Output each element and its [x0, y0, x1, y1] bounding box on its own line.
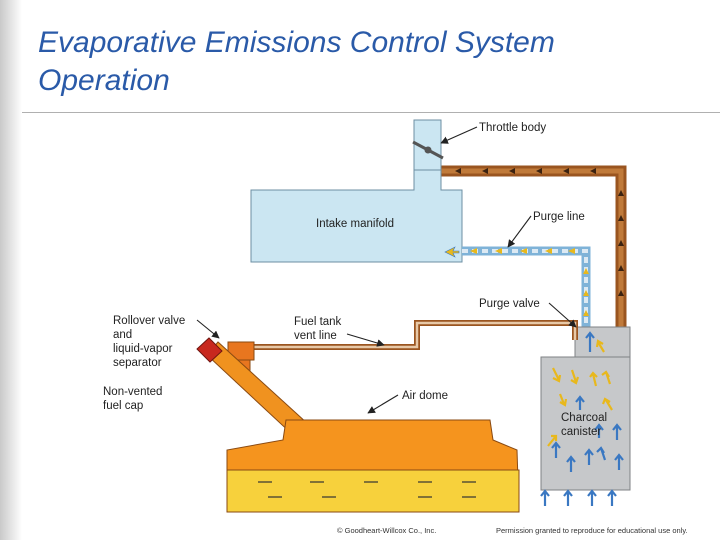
- fresh-air-inlet-arrows: [540, 489, 617, 506]
- purge-valve-housing: [574, 326, 631, 358]
- leader-lines: [196, 126, 577, 414]
- label-fuel-cap-1: Non-vented: [103, 386, 162, 398]
- canister-vapor-arrows: [547, 331, 624, 472]
- title-divider: [22, 112, 720, 113]
- fuel-cap: [196, 337, 223, 363]
- vapor-line-inner: [440, 168, 624, 327]
- label-rollover-valve-1: Rollover valve: [113, 315, 185, 327]
- footer-copyright: © Goodheart-Willcox Co., Inc.: [337, 526, 437, 535]
- label-throttle-body: Throttle body: [479, 122, 546, 134]
- fuel-level-marks: [258, 481, 476, 498]
- purge-line-arrows: [470, 248, 589, 316]
- label-canister-2: canister: [561, 426, 601, 438]
- footer-permission: Permission granted to reproduce for educ…: [496, 526, 688, 535]
- label-intake-manifold: Intake manifold: [316, 218, 394, 230]
- left-edge-shade: [0, 0, 22, 540]
- slide-title: Evaporative Emissions Control System Ope…: [38, 26, 555, 97]
- label-rollover-valve-2: and: [113, 329, 132, 341]
- label-purge-line: Purge line: [533, 211, 585, 223]
- throttle-pivot: [424, 146, 432, 154]
- manifold-inlet-arrows: [444, 246, 460, 258]
- label-rollover-valve-3: liquid-vapor: [113, 343, 173, 355]
- fuel-liquid: [226, 469, 520, 513]
- vent-line-inner: [246, 321, 577, 349]
- label-vent-line-1: Fuel tank: [294, 316, 342, 328]
- purge-line-inner: [462, 249, 588, 327]
- label-purge-valve: Purge valve: [479, 298, 540, 310]
- vapor-line-arrows: [455, 168, 624, 296]
- label-fuel-cap-2: fuel cap: [103, 400, 143, 412]
- label-canister-1: Charcoal: [561, 412, 607, 424]
- label-rollover-valve-4: separator: [113, 357, 162, 369]
- label-air-dome: Air dome: [402, 390, 448, 402]
- label-vent-line-2: vent line: [294, 330, 337, 342]
- intake-manifold: [250, 169, 463, 263]
